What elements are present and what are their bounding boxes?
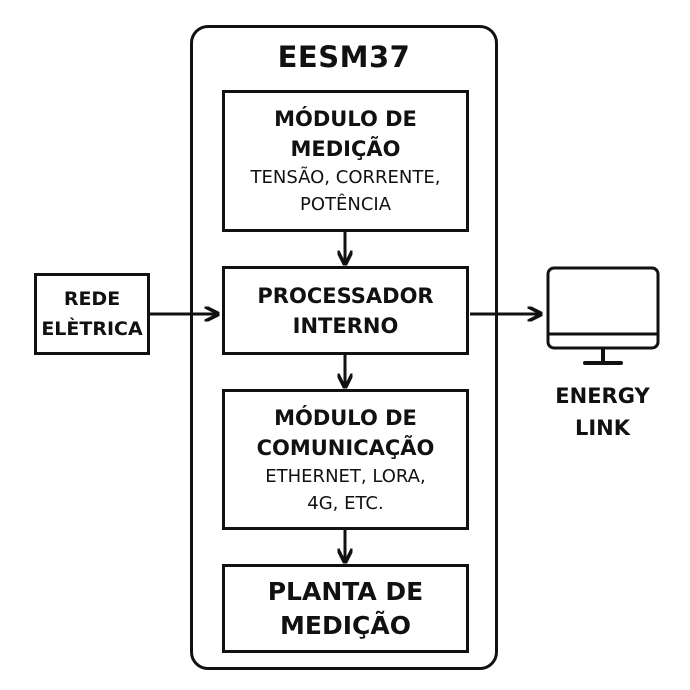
monitor-icon: [546, 266, 660, 365]
block-planta-medicao: PLANTA DE MEDIÇÃO: [222, 564, 469, 653]
rede-label-line-1: REDE: [63, 288, 121, 310]
comunicacao-title-line-1: MÓDULO DE: [274, 405, 417, 430]
planta-title-line-2: MEDIÇÃO: [280, 610, 411, 640]
block-rede-eletrica: REDE ELÈTRICA: [34, 273, 150, 355]
block-modulo-comunicacao: MÓDULO DE COMUNICAÇÃO ETHERNET, LORA, 4G…: [222, 389, 469, 530]
processador-title-line-2: INTERNO: [292, 313, 399, 338]
medicao-title-line-1: MÓDULO DE: [274, 107, 417, 131]
comunicacao-title-line-2: COMUNICAÇÃO: [256, 435, 435, 460]
medicao-subtitle-line-1: TENSÃO, CORRENTE,: [250, 167, 441, 188]
block-processador-interno: PROCESSADOR INTERNO: [222, 266, 469, 355]
medicao-title-line-2: MEDIÇÃO: [290, 137, 401, 161]
medicao-subtitle-line-2: POTÊNCIA: [299, 194, 392, 215]
rede-label-line-2: ELÈTRICA: [41, 318, 143, 340]
planta-title-line-1: PLANTA DE: [267, 576, 424, 606]
comunicacao-subtitle-line-1: ETHERNET, LORA,: [265, 465, 426, 487]
energy-link-label-line-2: LINK: [574, 416, 631, 440]
eesm37-title: EESM37: [277, 40, 411, 74]
processador-title-line-1: PROCESSADOR: [257, 283, 434, 308]
comunicacao-subtitle-line-2: 4G, ETC.: [307, 492, 384, 514]
block-modulo-medicao: MÓDULO DE MEDIÇÃO TENSÃO, CORRENTE, POTÊ…: [222, 90, 469, 232]
energy-link-label: ENERGY LINK: [535, 380, 670, 444]
eesm37-container: [190, 25, 498, 670]
energy-link-label-line-1: ENERGY: [555, 384, 650, 408]
